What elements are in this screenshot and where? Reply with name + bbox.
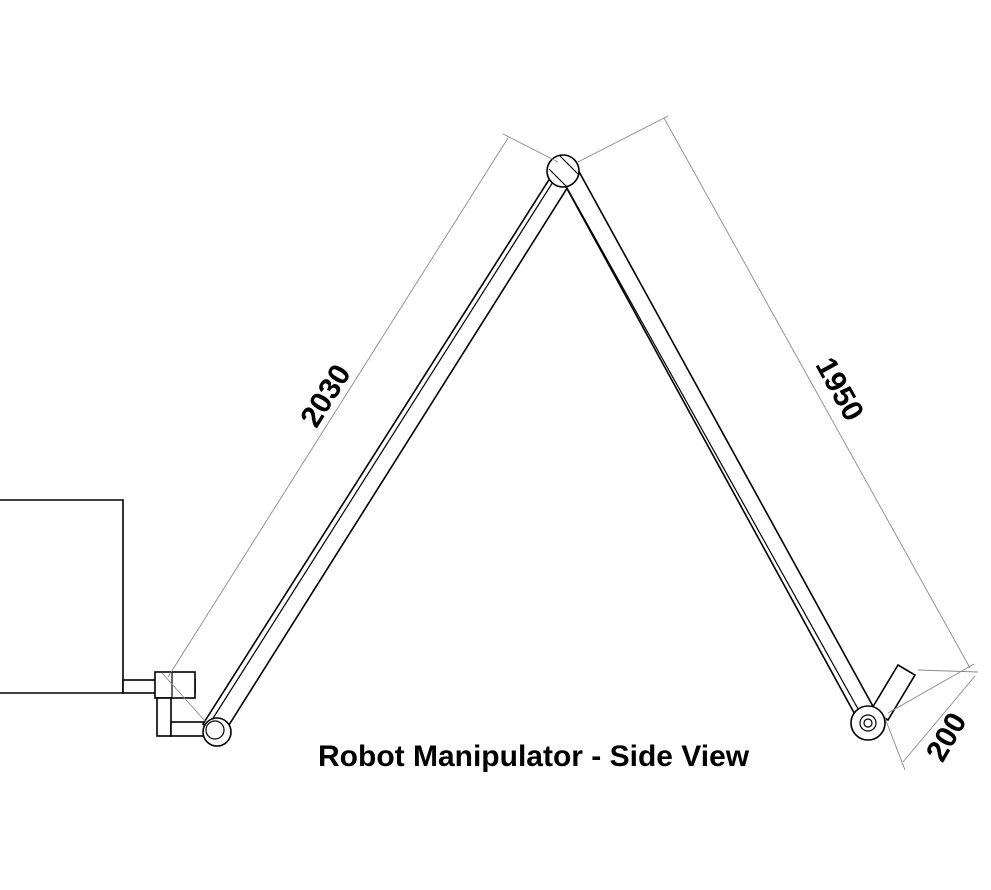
- drawing-title: Robot Manipulator - Side View: [318, 740, 750, 773]
- dimension-label-2030: 2030: [294, 359, 357, 433]
- shoulder-joint: [202, 717, 232, 747]
- end-effector: [850, 663, 917, 741]
- shoulder-mount-bracket: [122, 671, 208, 737]
- link-2: [557, 167, 877, 722]
- elbow-joint: [546, 154, 580, 188]
- robot-base: [0, 499, 124, 694]
- dimension-link-2: 1950: [577, 115, 975, 714]
- dimension-label-1950: 1950: [809, 352, 870, 426]
- dimension-link-1: 2030: [161, 133, 559, 722]
- dimension-label-200: 200: [920, 707, 974, 767]
- link-1: [201, 162, 578, 738]
